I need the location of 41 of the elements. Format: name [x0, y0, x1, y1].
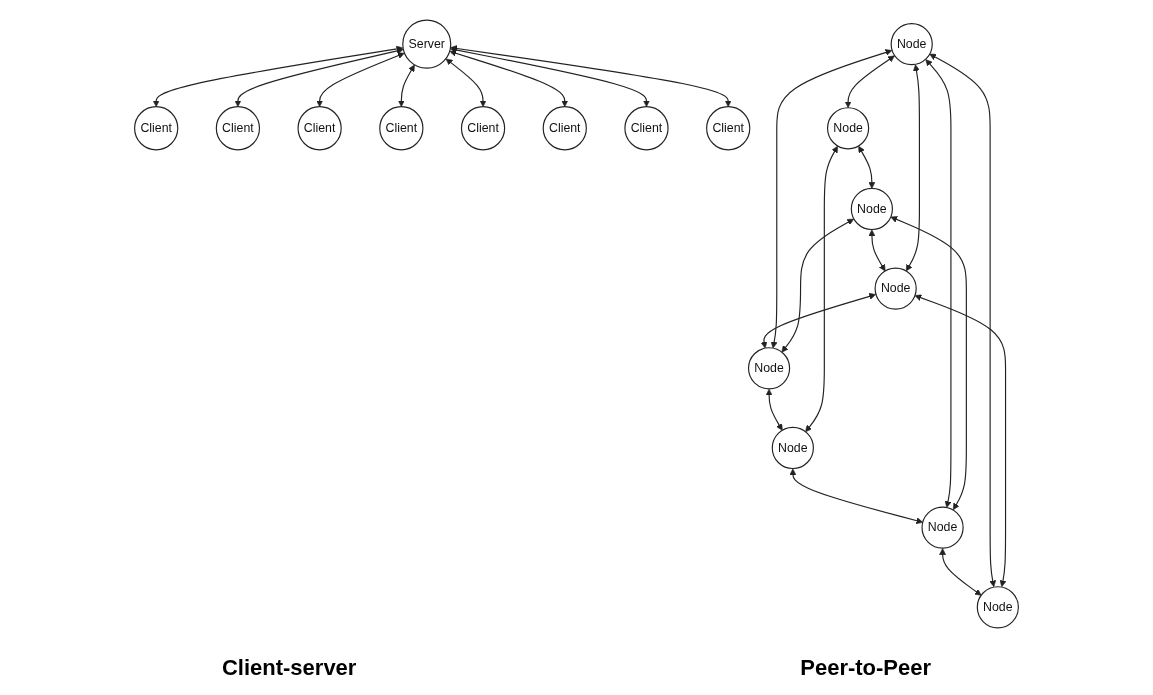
node-circle: Client: [624, 105, 669, 150]
node-circle: Client: [460, 105, 506, 150]
node-circle: Client: [297, 105, 342, 150]
diagram-caption: Peer-to-Peer: [800, 655, 932, 681]
arrow: [765, 388, 783, 431]
node-circle: Client: [706, 105, 751, 150]
arrow: [450, 44, 732, 107]
arrow: [868, 229, 886, 271]
arrow: [858, 145, 876, 189]
arrow: [316, 51, 405, 107]
diagram-caption: Client-server: [221, 655, 357, 681]
arrow: [844, 55, 895, 108]
node-circle: Node: [874, 267, 917, 310]
arrow: [781, 218, 854, 352]
node-circle: Node: [850, 187, 893, 230]
arrow: [939, 547, 982, 596]
arrow: [914, 294, 1007, 587]
node-circle: Node: [976, 585, 1019, 628]
arrow: [890, 215, 967, 510]
arrow: [445, 58, 487, 107]
arrow: [152, 45, 404, 107]
node-circle: Client: [215, 105, 261, 150]
arrow: [905, 63, 920, 271]
node-circle: Client: [379, 105, 424, 150]
arrow: [449, 49, 569, 107]
node-circle: Server: [402, 19, 452, 69]
arrow: [789, 468, 924, 524]
node-circle: Node: [921, 506, 964, 549]
arrow: [760, 292, 876, 348]
arrow: [397, 64, 415, 107]
arrow: [450, 46, 650, 107]
node-circle: Node: [747, 346, 791, 389]
node-circle: Node: [890, 22, 933, 65]
node-circle: Node: [771, 426, 814, 469]
arrow: [929, 53, 997, 587]
arrow: [805, 145, 838, 432]
arrow: [234, 47, 404, 107]
node-circle: Client: [542, 105, 587, 150]
node-circle: Client: [134, 105, 179, 150]
node-circle: Node: [826, 106, 870, 149]
arrow: [925, 58, 952, 508]
